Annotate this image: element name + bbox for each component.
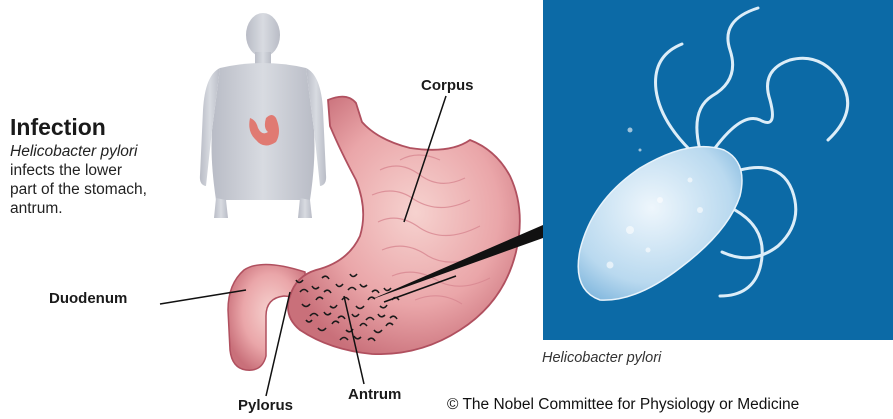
human-body-figure [200, 13, 326, 218]
infection-description: Helicobacter pylori infects the lower pa… [10, 142, 147, 218]
micrograph-caption: Helicobacter pylori [542, 350, 661, 366]
antrum-label: Antrum [348, 386, 401, 403]
corpus-label: Corpus [421, 77, 474, 94]
duodenum-label: Duodenum [49, 290, 127, 307]
description-line: part of the stomach, [10, 180, 147, 199]
pylorus-leader-line [266, 292, 290, 396]
description-line: infects the lower [10, 161, 147, 180]
description-line: antrum. [10, 199, 147, 218]
infection-heading: Infection [10, 114, 106, 141]
description-line: Helicobacter pylori [10, 142, 147, 161]
copyright-credit: © The Nobel Committee for Physiology or … [447, 396, 799, 414]
pylorus-label: Pylorus [238, 397, 293, 414]
